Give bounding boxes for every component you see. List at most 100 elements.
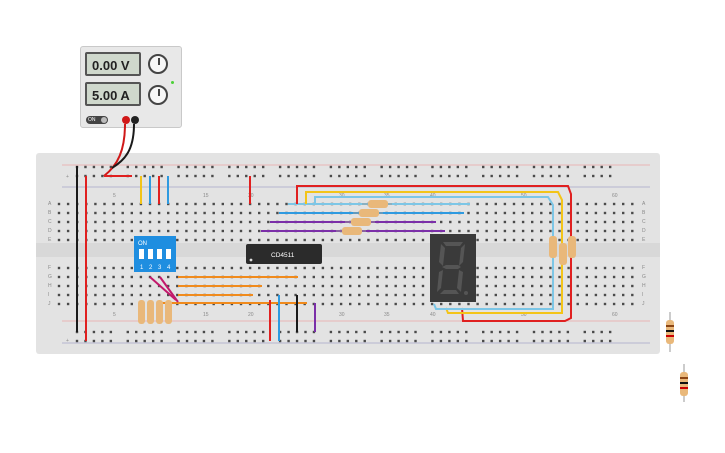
- breadboard-hole[interactable]: [449, 302, 452, 306]
- breadboard-hole[interactable]: [94, 266, 97, 270]
- breadboard-hole[interactable]: [130, 284, 133, 288]
- breadboard-hole[interactable]: [583, 339, 586, 343]
- resistor[interactable]: [368, 200, 388, 208]
- breadboard-hole[interactable]: [585, 293, 588, 297]
- breadboard-hole[interactable]: [482, 165, 485, 169]
- breadboard-hole[interactable]: [531, 238, 534, 242]
- breadboard-hole[interactable]: [541, 339, 544, 343]
- breadboard-hole[interactable]: [321, 302, 325, 306]
- breadboard-hole[interactable]: [177, 165, 180, 169]
- resistor[interactable]: [165, 300, 172, 324]
- breadboard-hole[interactable]: [285, 238, 288, 242]
- breadboard-hole[interactable]: [412, 302, 416, 306]
- breadboard-hole[interactable]: [521, 275, 525, 279]
- breadboard-hole[interactable]: [521, 229, 525, 233]
- breadboard-hole[interactable]: [585, 202, 588, 206]
- breadboard-hole[interactable]: [465, 339, 468, 343]
- breadboard-hole[interactable]: [585, 284, 588, 288]
- breadboard-hole[interactable]: [592, 330, 595, 334]
- breadboard-hole[interactable]: [394, 275, 397, 279]
- breadboard-hole[interactable]: [482, 174, 485, 178]
- breadboard-hole[interactable]: [295, 174, 299, 178]
- breadboard-hole[interactable]: [458, 302, 461, 306]
- breadboard-hole[interactable]: [549, 229, 552, 233]
- breadboard-hole[interactable]: [253, 165, 256, 169]
- breadboard-hole[interactable]: [540, 266, 543, 270]
- breadboard-hole[interactable]: [583, 174, 586, 178]
- breadboard-hole[interactable]: [485, 293, 488, 297]
- breadboard-hole[interactable]: [490, 330, 493, 334]
- breadboard-hole[interactable]: [304, 339, 307, 343]
- breadboard-hole[interactable]: [631, 211, 634, 215]
- breadboard-hole[interactable]: [258, 229, 261, 233]
- breadboard-hole[interactable]: [294, 293, 297, 297]
- breadboard-hole[interactable]: [603, 293, 607, 297]
- breadboard-hole[interactable]: [109, 339, 113, 343]
- breadboard-hole[interactable]: [592, 174, 595, 178]
- breadboard-hole[interactable]: [160, 330, 163, 334]
- breadboard-hole[interactable]: [558, 293, 561, 297]
- breadboard-hole[interactable]: [465, 174, 468, 178]
- dip-toggle-4[interactable]: [166, 249, 171, 259]
- breadboard-hole[interactable]: [135, 330, 138, 334]
- breadboard-hole[interactable]: [503, 229, 507, 233]
- breadboard-hole[interactable]: [346, 339, 350, 343]
- breadboard-hole[interactable]: [467, 229, 470, 233]
- breadboard-hole[interactable]: [294, 238, 297, 242]
- breadboard-hole[interactable]: [521, 284, 525, 288]
- breadboard-hole[interactable]: [567, 284, 570, 288]
- breadboard-hole[interactable]: [230, 202, 234, 206]
- breadboard-hole[interactable]: [456, 165, 460, 169]
- breadboard-hole[interactable]: [228, 330, 231, 334]
- breadboard-hole[interactable]: [380, 174, 383, 178]
- breadboard-hole[interactable]: [253, 339, 256, 343]
- breadboard-hole[interactable]: [287, 165, 290, 169]
- breadboard-hole[interactable]: [507, 330, 510, 334]
- loose-resistor-2[interactable]: [680, 364, 688, 402]
- breadboard-hole[interactable]: [92, 165, 96, 169]
- breadboard-hole[interactable]: [248, 229, 252, 233]
- light-blue-loop-wire[interactable]: [314, 196, 554, 310]
- breadboard-hole[interactable]: [94, 293, 97, 297]
- breadboard-hole[interactable]: [549, 211, 552, 215]
- breadboard-hole[interactable]: [494, 275, 497, 279]
- breadboard-hole[interactable]: [503, 266, 507, 270]
- breadboard-hole[interactable]: [312, 284, 315, 288]
- breadboard-hole[interactable]: [312, 174, 316, 178]
- breadboard-hole[interactable]: [592, 339, 595, 343]
- breadboard-hole[interactable]: [521, 220, 525, 224]
- breadboard-hole[interactable]: [622, 229, 625, 233]
- breadboard-hole[interactable]: [66, 211, 70, 215]
- breadboard-hole[interactable]: [176, 211, 179, 215]
- breadboard-hole[interactable]: [594, 202, 598, 206]
- breadboard-hole[interactable]: [540, 238, 543, 242]
- breadboard-hole[interactable]: [285, 293, 288, 297]
- breadboard-hole[interactable]: [94, 211, 97, 215]
- breadboard-hole[interactable]: [622, 266, 625, 270]
- breadboard-hole[interactable]: [101, 174, 104, 178]
- breadboard-hole[interactable]: [276, 202, 279, 206]
- breadboard-hole[interactable]: [139, 229, 143, 233]
- breadboard-hole[interactable]: [521, 238, 525, 242]
- breadboard-hole[interactable]: [358, 293, 361, 297]
- resistor[interactable]: [359, 209, 379, 217]
- breadboard-hole[interactable]: [121, 302, 124, 306]
- breadboard-hole[interactable]: [139, 275, 143, 279]
- breadboard-hole[interactable]: [66, 266, 70, 270]
- breadboard-hole[interactable]: [498, 330, 502, 334]
- breadboard-hole[interactable]: [245, 165, 248, 169]
- breadboard-hole[interactable]: [329, 330, 333, 334]
- breadboard-hole[interactable]: [276, 293, 279, 297]
- breadboard-hole[interactable]: [139, 293, 143, 297]
- breadboard-hole[interactable]: [103, 238, 106, 242]
- breadboard-hole[interactable]: [558, 174, 561, 178]
- breadboard-hole[interactable]: [476, 229, 479, 233]
- breadboard-hole[interactable]: [414, 330, 417, 334]
- breadboard-hole[interactable]: [330, 293, 334, 297]
- breadboard-hole[interactable]: [631, 284, 634, 288]
- breadboard-hole[interactable]: [94, 238, 97, 242]
- breadboard-hole[interactable]: [160, 165, 163, 169]
- breadboard-hole[interactable]: [261, 330, 265, 334]
- breadboard-hole[interactable]: [112, 284, 115, 288]
- breadboard-hole[interactable]: [151, 174, 155, 178]
